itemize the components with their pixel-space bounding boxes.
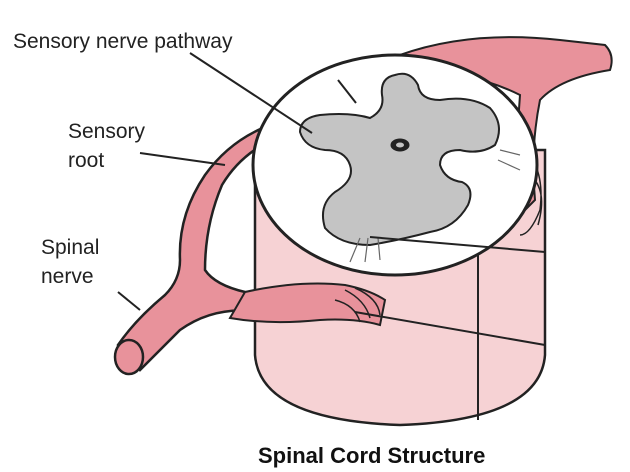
spinal-nerve-cut-end <box>115 340 143 374</box>
central-canal-lumen <box>396 143 404 148</box>
leader-sensory-root <box>140 153 225 165</box>
label-sensory-root-line2: root <box>68 148 104 174</box>
label-spinal-nerve-line1: Spinal <box>41 235 99 261</box>
label-sensory-nerve-pathway: Sensory nerve pathway <box>13 29 232 55</box>
label-sensory-root-line1: Sensory <box>68 119 145 145</box>
diagram-caption: Spinal Cord Structure <box>258 443 485 469</box>
leader-spinal-nerve <box>118 292 140 310</box>
motor-root <box>230 284 385 325</box>
label-spinal-nerve-line2: nerve <box>41 264 94 290</box>
